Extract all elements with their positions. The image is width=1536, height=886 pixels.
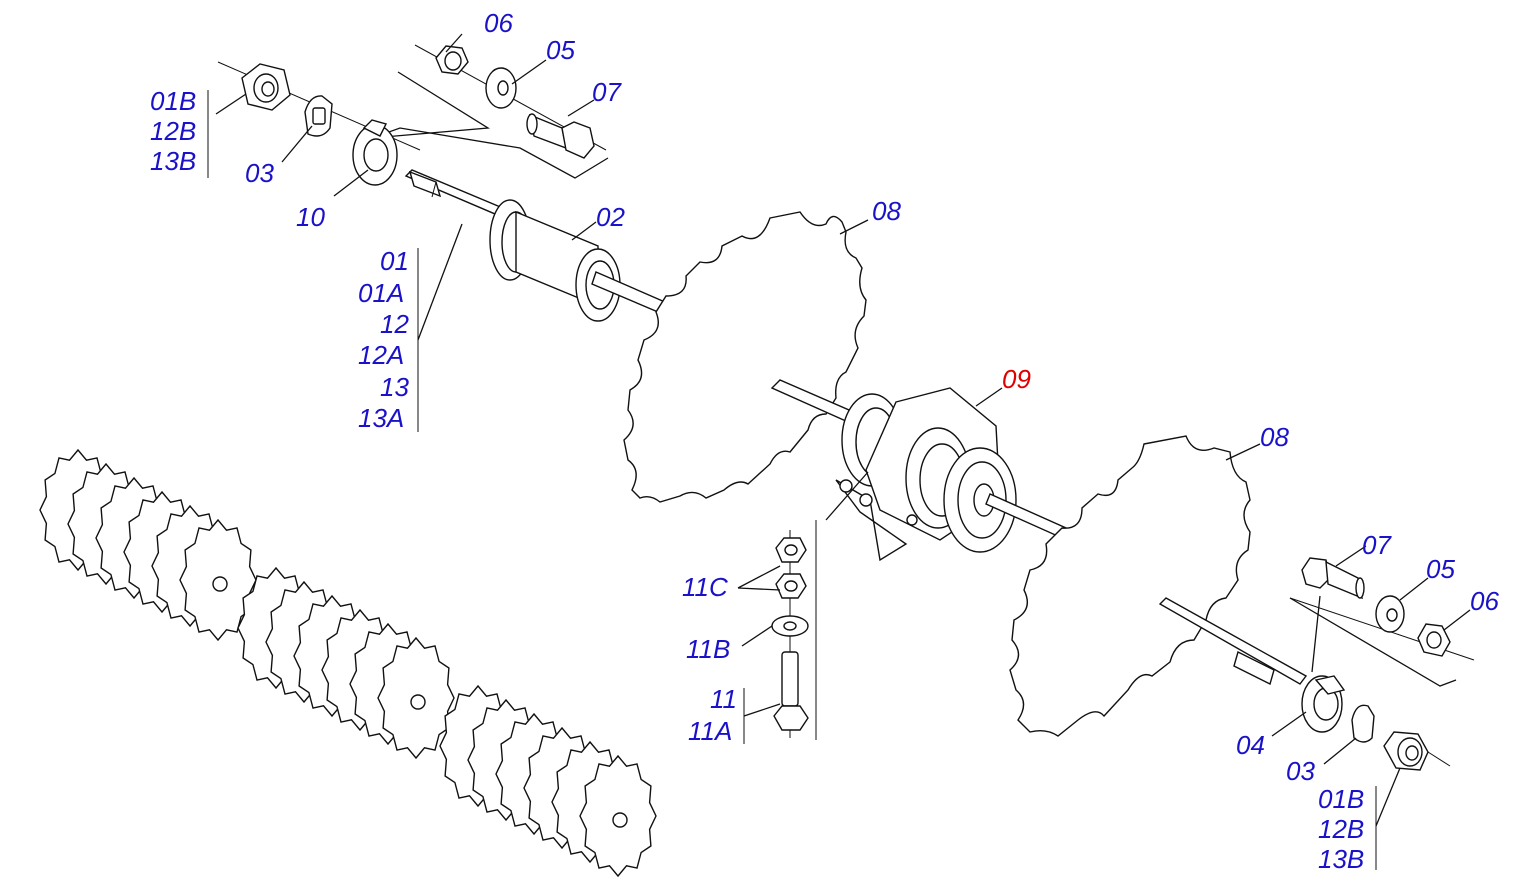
label-top-06: 06 xyxy=(484,8,513,38)
top-hardware-group xyxy=(217,44,609,186)
small-disc-gang-3 xyxy=(439,684,657,878)
callout-labels: 06 05 07 01B 12B 13B 03 10 02 01 01A 12 … xyxy=(150,8,1499,874)
disc-hub-nut xyxy=(410,694,426,710)
small-nut-06 xyxy=(435,45,469,75)
small-disc-gang-1 xyxy=(39,448,257,642)
retainer-10 xyxy=(352,119,398,186)
label-top-01b: 01B xyxy=(150,86,196,116)
label-bolt-11c: 11C xyxy=(682,572,728,602)
bolt-column-11 xyxy=(771,471,869,740)
label-disc-right-08: 08 xyxy=(1260,422,1289,452)
label-shaft-13a: 13A xyxy=(358,403,404,433)
label-right-13b: 13B xyxy=(1318,844,1364,874)
disc-hub-nut xyxy=(612,812,628,828)
label-right-04: 04 xyxy=(1236,730,1265,760)
bolt-07 xyxy=(526,113,595,159)
label-right-06: 06 xyxy=(1470,586,1499,616)
large-notched-disc-left xyxy=(623,211,867,503)
hex-nut-01b xyxy=(241,63,291,111)
label-shaft-12a: 12A xyxy=(358,340,404,370)
label-hub-09: 09 xyxy=(1002,364,1031,394)
label-right-12b: 12B xyxy=(1318,814,1364,844)
leader-lines xyxy=(207,33,1471,870)
label-shaft-01a: 01A xyxy=(358,278,404,308)
label-bolt-11a: 11A xyxy=(688,716,732,746)
large-notched-disc-right xyxy=(1009,435,1308,737)
label-top-13b: 13B xyxy=(150,146,196,176)
label-right-05: 05 xyxy=(1426,554,1455,584)
small-disc-gang-2 xyxy=(237,566,455,760)
label-shaft-12: 12 xyxy=(380,309,409,339)
label-disc-left-08: 08 xyxy=(872,196,901,226)
right-hardware-group xyxy=(1289,557,1475,771)
label-top-07: 07 xyxy=(592,77,622,107)
disc-hub-nut xyxy=(212,576,228,592)
bearing-hub-09 xyxy=(770,379,1085,562)
label-top-05: 05 xyxy=(546,35,575,65)
washer-05 xyxy=(485,67,517,109)
label-bolt-11b: 11B xyxy=(686,634,730,664)
label-shaft-01: 01 xyxy=(380,246,409,276)
label-right-01b: 01B xyxy=(1318,784,1364,814)
label-shaft-13: 13 xyxy=(380,372,409,402)
label-bolt-11: 11 xyxy=(710,684,737,714)
label-top-12b: 12B xyxy=(150,116,196,146)
label-right-03: 03 xyxy=(1286,756,1315,786)
label-top-03: 03 xyxy=(245,158,274,188)
label-top-10: 10 xyxy=(296,202,325,232)
label-right-07: 07 xyxy=(1362,530,1392,560)
label-shaft-02: 02 xyxy=(596,202,625,232)
